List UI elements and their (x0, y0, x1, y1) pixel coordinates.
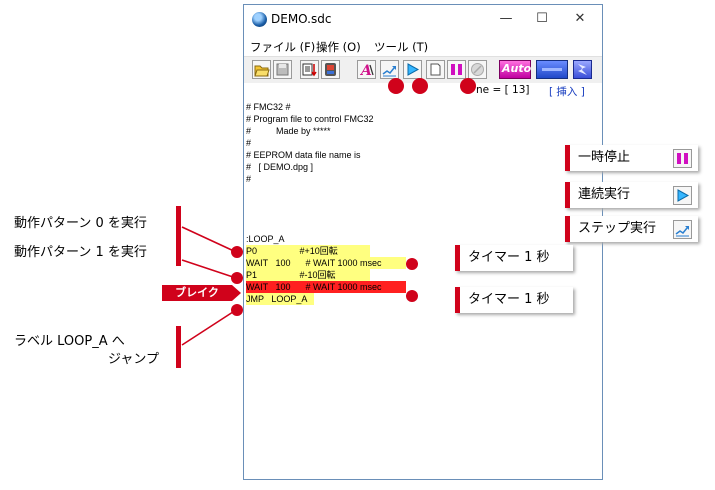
pattern0-marker-dot (231, 246, 243, 258)
menu-bar: ファイル (F) 操作 (O) ツール (T) (244, 36, 602, 56)
font-a-icon[interactable]: A (357, 60, 376, 79)
load-script-icon[interactable] (300, 60, 319, 79)
timer2-callout: タイマー 1 秒 (455, 287, 573, 313)
step-run-icon[interactable] (380, 60, 399, 79)
continuous-callout-label: 連続実行 (578, 187, 631, 202)
blank-page-icon[interactable] (426, 60, 445, 79)
code-line-wait1: WAIT 100 # WAIT 1000 msec (246, 258, 382, 268)
highlight-wait1 (246, 257, 406, 269)
minimize-button[interactable]: — (499, 11, 513, 26)
svg-text:A: A (359, 63, 372, 78)
jump-label-line1: ラベル LOOP_A へ (14, 334, 125, 349)
timer1-callout-label: タイマー 1 秒 (468, 250, 550, 265)
pattern1-label: 動作パターン 1 を実行 (14, 245, 147, 260)
stop-disabled-icon[interactable] (468, 60, 487, 79)
pattern0-bar (176, 206, 181, 236)
code-line-p1: P1 #-10回転 (246, 270, 336, 280)
step-callout: ステップ実行 (565, 216, 698, 242)
code-line-label: :LOOP_A (246, 234, 285, 244)
pattern1-marker-dot (231, 272, 243, 284)
lightning-icon[interactable] (573, 60, 592, 79)
highlight-p1 (246, 269, 370, 281)
step-callout-icon (673, 220, 692, 239)
timer2-marker-dot (406, 290, 418, 302)
break-arrow-icon (232, 285, 241, 301)
edit-mode: [ 挿入 ] (549, 86, 585, 98)
title-bar: DEMO.sdc — ☐ ✕ (244, 5, 602, 35)
code-line: # (246, 138, 252, 148)
pattern1-connector (181, 259, 237, 279)
code-line: # EEPROM data file name is (246, 150, 361, 160)
pattern1-bar (176, 236, 181, 266)
line-number: ne = [ 13] (476, 84, 530, 96)
pause-callout-icon (673, 149, 692, 168)
device-icon[interactable] (321, 60, 340, 79)
auto-button[interactable]: Auto (499, 60, 531, 79)
close-button[interactable]: ✕ (574, 11, 586, 26)
app-globe-icon (252, 12, 267, 27)
menu-file[interactable]: ファイル (F) (250, 40, 316, 54)
timer2-callout-label: タイマー 1 秒 (468, 292, 550, 307)
continuous-callout: 連続実行 (565, 182, 698, 208)
timer1-marker-dot (406, 258, 418, 270)
continuous-run-icon[interactable] (403, 60, 422, 79)
auto-button-label: Auto (502, 62, 532, 75)
highlight-jmp (246, 293, 314, 305)
code-line: # [ DEMO.dpg ] (246, 162, 314, 172)
highlight-wait2-break (246, 281, 406, 293)
window-title: DEMO.sdc (271, 12, 332, 26)
highlight-p0 (246, 245, 370, 257)
code-line: # Program file to control FMC32 (246, 114, 374, 124)
jump-marker-dot (231, 304, 243, 316)
menu-operation[interactable]: 操作 (O) (316, 40, 361, 54)
jump-connector (181, 309, 237, 346)
real-mode-icon (542, 68, 562, 71)
pattern0-label: 動作パターン 0 を実行 (14, 216, 147, 231)
real-button[interactable] (536, 60, 568, 79)
pause-icon[interactable] (447, 60, 466, 79)
continuous-callout-icon (673, 186, 692, 205)
step-marker-dot (388, 78, 404, 94)
code-line: # FMC32 # (246, 102, 291, 112)
timer1-callout: タイマー 1 秒 (455, 245, 573, 271)
step-callout-label: ステップ実行 (578, 221, 657, 236)
app-window: DEMO.sdc — ☐ ✕ ファイル (F) 操作 (O) ツール (T) A (243, 4, 603, 480)
jump-bar (176, 326, 181, 368)
break-badge: ブレイク (162, 285, 232, 301)
save-disk-icon[interactable] (273, 60, 292, 79)
code-line-jmp: JMP LOOP_A (246, 294, 308, 304)
maximize-button[interactable]: ☐ (536, 11, 548, 26)
code-line-p0: P0 #+10回転 (246, 246, 338, 256)
pattern0-connector (181, 226, 237, 253)
menu-tools[interactable]: ツール (T) (374, 40, 429, 54)
pause-marker-dot (460, 78, 476, 94)
pause-callout: 一時停止 (565, 145, 698, 171)
continuous-marker-dot (412, 78, 428, 94)
code-line: # (246, 174, 252, 184)
pause-callout-label: 一時停止 (578, 150, 631, 165)
open-folder-icon[interactable] (252, 60, 271, 79)
jump-label-line2: ジャンプ (108, 352, 159, 367)
code-line: # Made by ***** (246, 126, 331, 136)
code-line-wait2: WAIT 100 # WAIT 1000 msec (246, 282, 382, 292)
